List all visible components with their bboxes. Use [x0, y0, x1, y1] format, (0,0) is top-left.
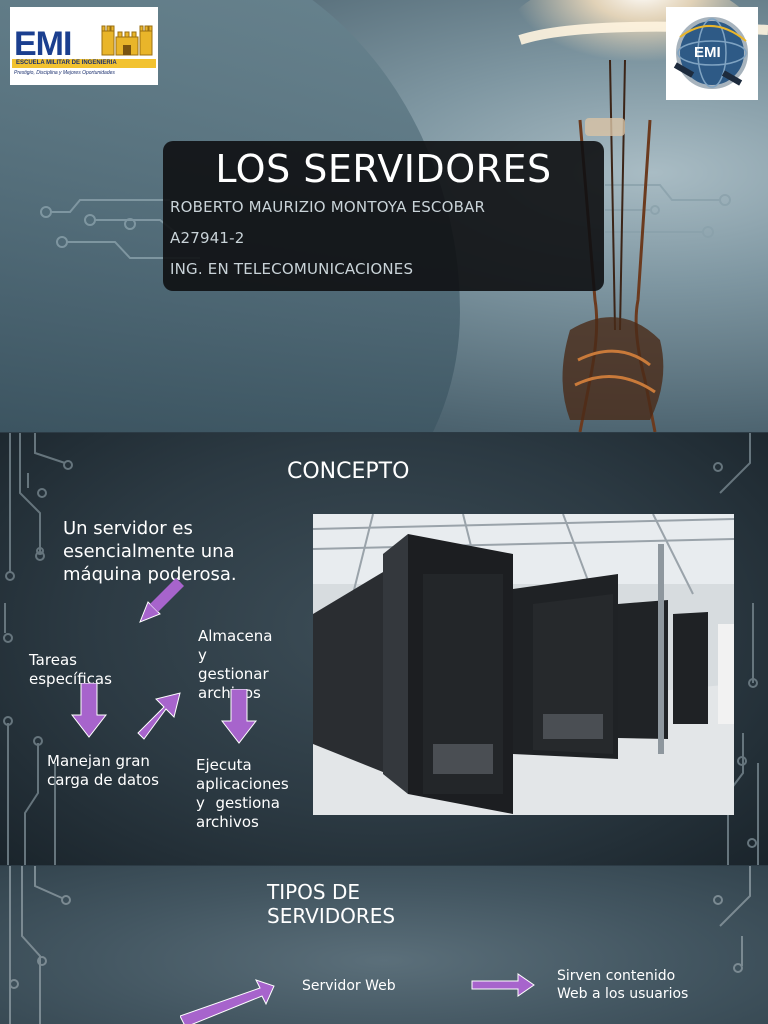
- telecom-emi-logo: EMI: [666, 7, 758, 100]
- concept-heading: CONCEPTO: [287, 459, 410, 484]
- arrow-down-icon: [70, 683, 108, 738]
- emi-logo-text: EMI: [14, 25, 72, 63]
- server-types-slide: TIPOS DE SERVIDORES Servidor Web Sirven …: [0, 866, 768, 1024]
- arrow-right-icon: [471, 973, 535, 997]
- arrow-down-left-icon: [139, 578, 184, 623]
- title-slide: EMI ESCUELA MILITAR DE INGENIERIA Presti…: [0, 0, 768, 432]
- title-box: LOS SERVIDORES ROBERTO MAURIZIO MONTOYA …: [163, 141, 604, 291]
- career-name: ING. EN TELECOMUNICACIONES: [170, 260, 414, 278]
- manejan-text: Manejan gran carga de datos: [47, 752, 159, 789]
- satellite-globe-icon: [673, 17, 748, 89]
- emi-logo-band: ESCUELA MILITAR DE INGENIERIA: [12, 59, 156, 68]
- circuit-decoration-right: [713, 433, 759, 865]
- circuit-decoration-left: [9, 866, 71, 1024]
- circuit-decoration-right: [713, 866, 751, 973]
- telecom-emi-logo-text: EMI: [694, 44, 721, 61]
- castle-icon: [101, 25, 153, 56]
- arrow-up-right-icon: [180, 979, 275, 1024]
- types-heading: TIPOS DE SERVIDORES: [267, 880, 396, 928]
- slide-title: LOS SERVIDORES: [215, 147, 552, 191]
- emi-logo: EMI ESCUELA MILITAR DE INGENIERIA Presti…: [10, 7, 158, 85]
- web-server-label: Servidor Web: [302, 978, 396, 994]
- circuit-decoration-left: [3, 433, 73, 865]
- ejecuta-text: Ejecuta aplicaciones y gestiona archivos: [196, 756, 289, 831]
- server-definition-text: Un servidor es esencialmente una máquina…: [63, 518, 237, 585]
- web-server-description: Sirven contenido Web a los usuarios: [557, 968, 689, 1002]
- student-code: A27941-2: [170, 229, 245, 247]
- light-bulb-image: [500, 0, 768, 432]
- arrow-down-icon-2: [220, 689, 258, 744]
- concept-slide: CONCEPTO Un servidor es esencialmente un…: [0, 433, 768, 865]
- arrow-up-right-icon: [137, 692, 181, 740]
- server-room-photo: [313, 514, 734, 815]
- emi-logo-motto: Prestigio, Disciplina y Mejores Oportuni…: [14, 70, 115, 76]
- author-name: ROBERTO MAURIZIO MONTOYA ESCOBAR: [170, 198, 486, 216]
